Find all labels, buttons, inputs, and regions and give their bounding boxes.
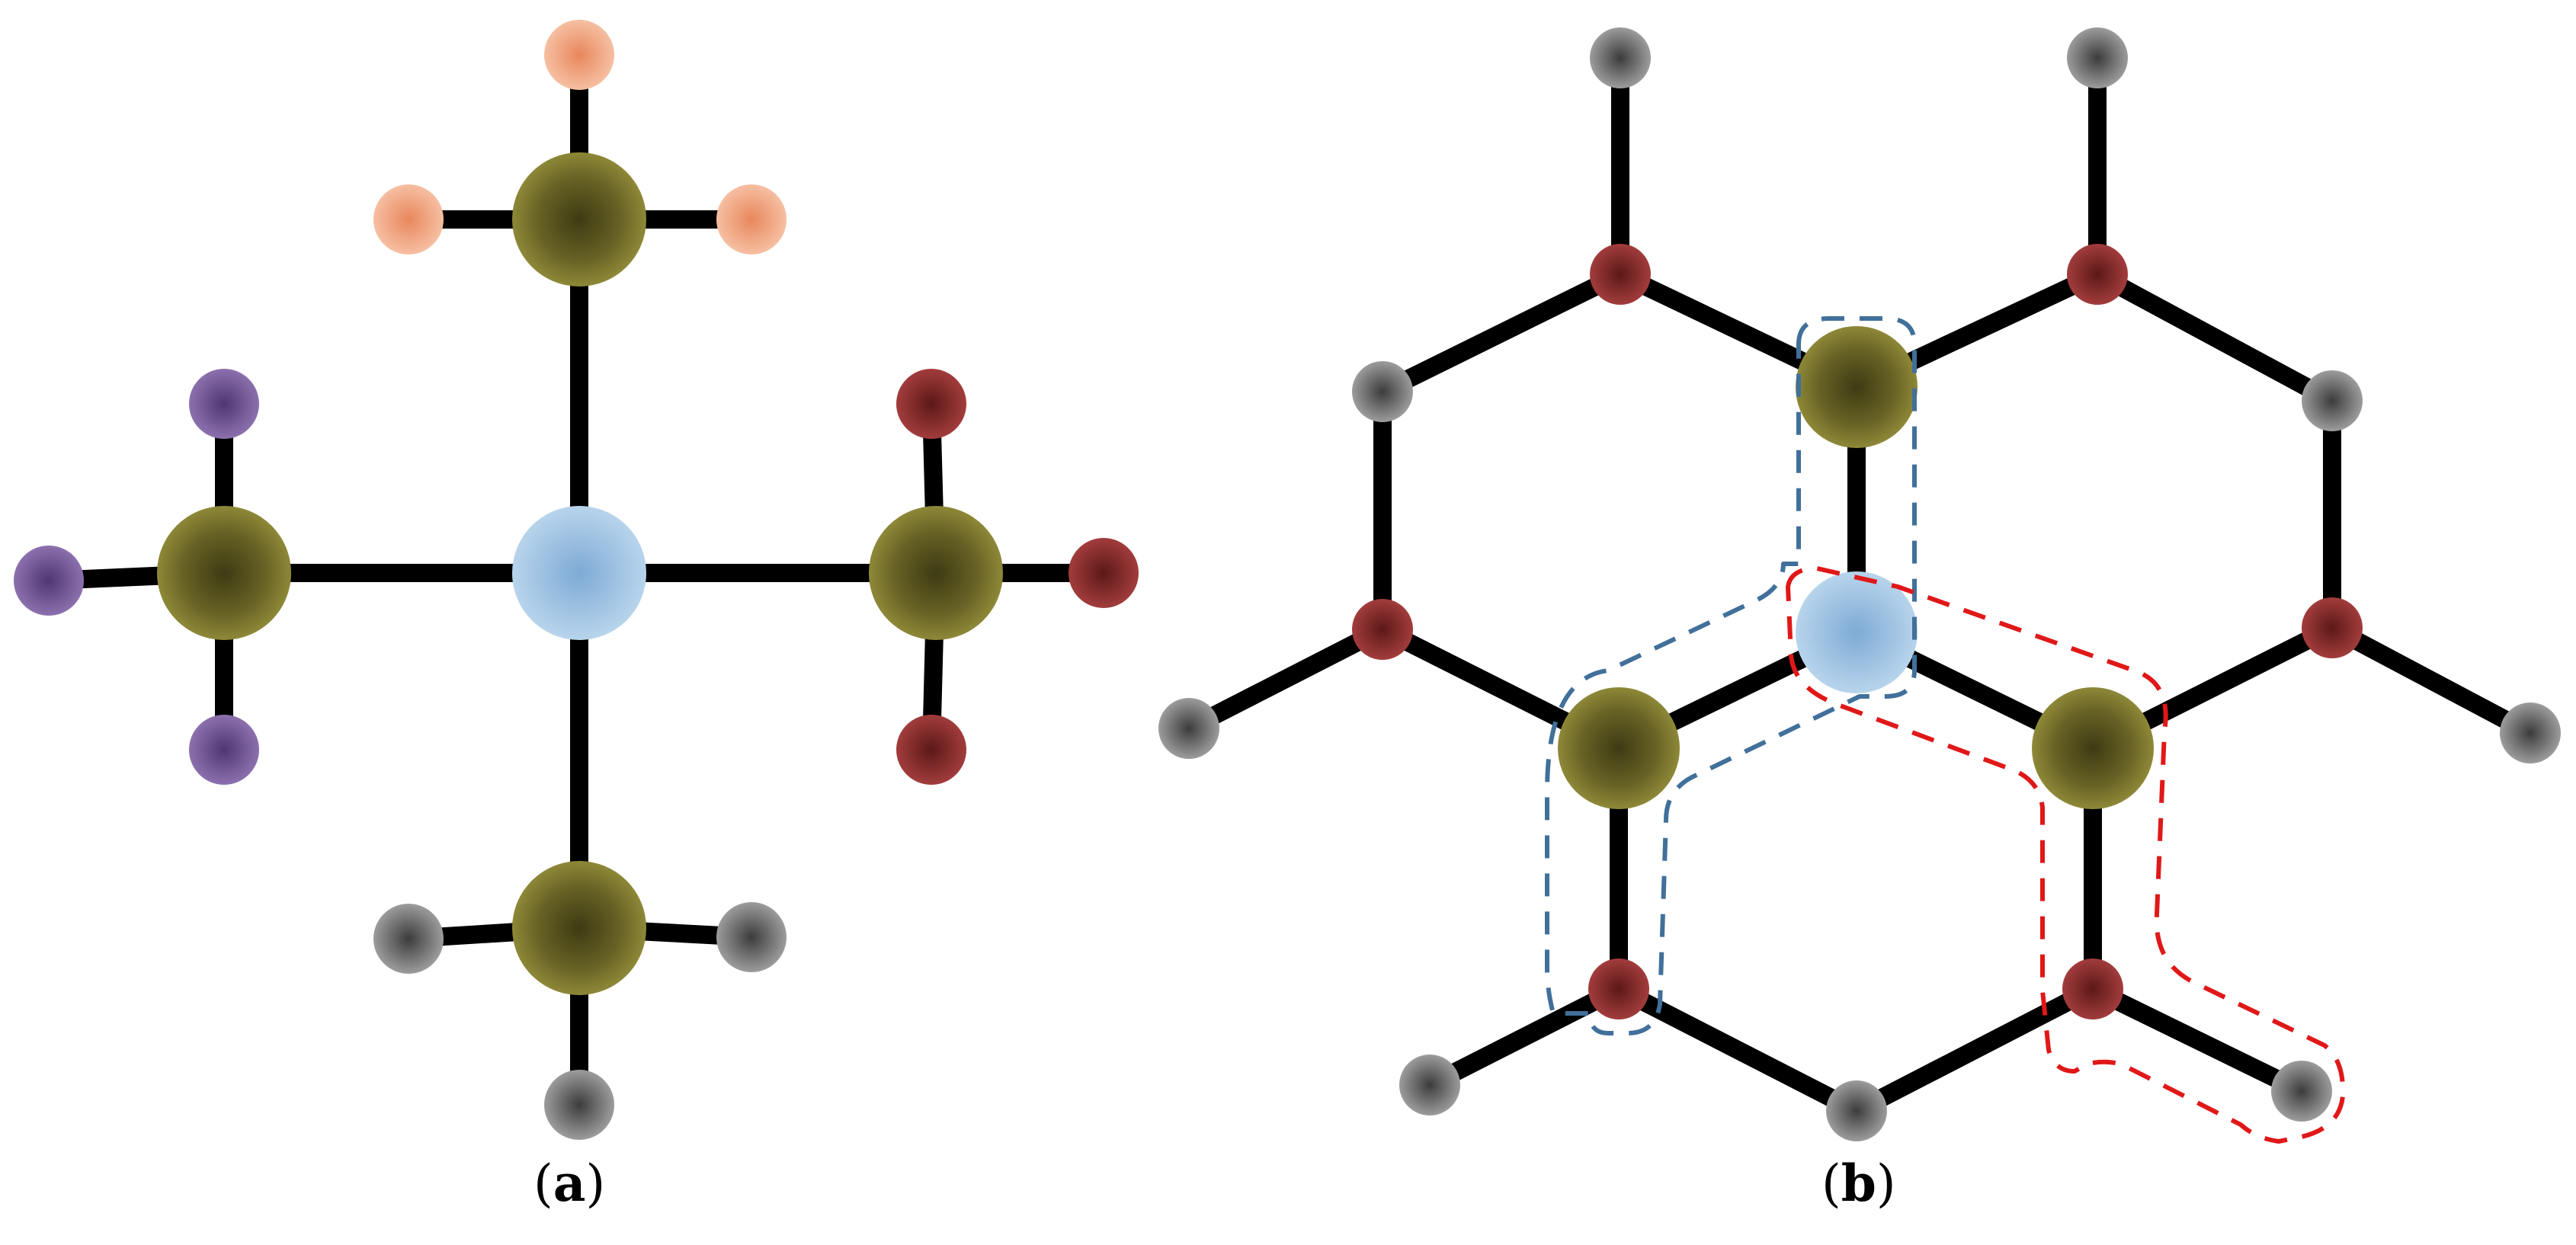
red-atom — [1069, 538, 1139, 608]
gray-atom — [2067, 27, 2128, 88]
red-atom — [896, 369, 966, 439]
olive-atom — [512, 861, 646, 995]
purple-atom — [189, 715, 259, 785]
central-atom — [512, 506, 646, 640]
panel-a-atoms — [14, 20, 1139, 1140]
gray-atom — [2500, 703, 2561, 763]
caption-a-open: ( — [533, 1154, 553, 1213]
gray-atom — [1399, 1055, 1460, 1115]
gray-atom — [1158, 698, 1219, 759]
red-atom — [1352, 599, 1413, 660]
gray-atom — [1826, 1080, 1887, 1141]
gray-atom — [1590, 27, 1651, 88]
orange-atom — [373, 184, 444, 254]
purple-atom — [14, 546, 84, 616]
purple-atom — [189, 369, 259, 439]
bond — [2088, 981, 2306, 1099]
olive-atom — [512, 152, 646, 286]
caption-a: (a) — [533, 1158, 605, 1209]
bond — [1614, 981, 1861, 1119]
bond — [1425, 981, 1623, 1093]
caption-b-letter: b — [1841, 1154, 1876, 1213]
caption-a-close: ) — [585, 1154, 606, 1213]
gray-atom — [716, 902, 787, 972]
gray-atom — [1352, 361, 1413, 422]
red-atom — [896, 715, 966, 785]
bond — [2328, 619, 2535, 741]
red-atom — [1588, 959, 1649, 1019]
olive-atom — [157, 506, 291, 640]
caption-b-close: ) — [1876, 1154, 1896, 1213]
panel-b-atoms — [1158, 27, 2561, 1141]
red-atom — [2067, 244, 2128, 305]
panel-b — [1158, 27, 2561, 1144]
bond — [2093, 266, 2337, 409]
caption-b-open: ( — [1821, 1154, 1841, 1213]
orange-atom — [544, 20, 614, 90]
blue-dashed-outline — [1545, 316, 1917, 1035]
bond — [1852, 981, 2097, 1119]
bond — [1184, 621, 1387, 737]
red-atom — [1590, 244, 1651, 305]
olive-atom — [1796, 326, 1918, 448]
caption-b: (b) — [1821, 1158, 1896, 1209]
caption-a-letter: a — [553, 1154, 586, 1213]
panel-a — [14, 20, 1139, 1140]
gray-atom — [2302, 370, 2363, 431]
gray-atom — [373, 904, 444, 974]
olive-atom — [869, 506, 1003, 640]
red-atom — [2302, 597, 2363, 658]
olive-atom — [2032, 687, 2154, 809]
central-atom — [1796, 571, 1918, 693]
bond — [1378, 266, 1625, 400]
gray-atom — [2271, 1061, 2332, 1122]
olive-atom — [1558, 687, 1680, 809]
gray-atom — [544, 1070, 614, 1140]
red-atom — [2062, 959, 2123, 1019]
orange-atom — [716, 184, 787, 254]
red-dashed-outline — [1786, 566, 2346, 1144]
